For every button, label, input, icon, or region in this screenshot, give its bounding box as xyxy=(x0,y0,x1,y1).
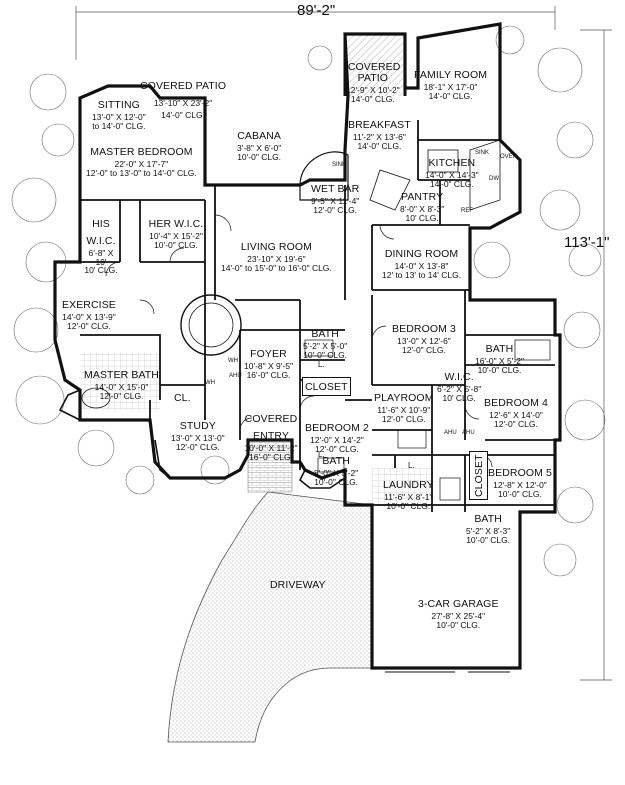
lav-label-1: L. xyxy=(318,360,325,369)
ref-label: REF xyxy=(461,208,473,214)
garage-doors xyxy=(385,667,510,673)
kitchen-fixtures xyxy=(369,139,501,211)
lav-label-2: L. xyxy=(318,450,325,459)
room-playroom: PLAYROOM 11'-6" X 10'-9" 12'-0" CLG. xyxy=(374,392,434,424)
room-her-wic: HER W.I.C. 10'-4" X 15'-2" 10'-0" CLG. xyxy=(148,218,204,250)
room-bath-b3: BATH 16'-0" X 5'-2" 10'-0" CLG. xyxy=(475,343,524,375)
room-living-room: LIVING ROOM 23'-10" X 19'-6" 14'-0" to 1… xyxy=(221,241,332,273)
room-master-bath: MASTER BATH 14'-0" X 15'-0" 12'-0" CLG. xyxy=(84,369,159,401)
room-driveway: DRIVEWAY xyxy=(270,579,326,591)
bar-sink-label: SINK xyxy=(332,162,347,168)
room-bedroom-3: BEDROOM 3 13'-0" X 12'-6" 12'-0" CLG. xyxy=(392,323,456,355)
landscaping xyxy=(11,25,606,577)
master-bath-tile xyxy=(80,352,160,410)
wh-label-1: WH xyxy=(228,358,238,364)
lav-label-3: L. xyxy=(408,461,415,470)
room-covered-entry: COVERED ENTRY 10'-0" X 11'-2" 16'-0" CLG… xyxy=(244,413,298,462)
room-master-bedroom: MASTER BEDROOM 22'-0" X 17'-7" 12'-0" to… xyxy=(86,146,197,178)
dw-label: DW xyxy=(489,176,499,182)
room-sitting: SITTING 13'-0" X 12'-0" to 14'-0" CLG. xyxy=(92,99,146,131)
overall-width-label: 89'-2" xyxy=(297,2,336,19)
room-dining-room: DINING ROOM 14'-0" X 13'-8" 12' to 13' t… xyxy=(382,248,462,280)
room-wet-bar: WET BAR 9'-5" X 11'-4" 12'-0" CLG. xyxy=(311,183,360,215)
room-pantry: PANTRY 8'-0" X 8'-3" 10' CLG. xyxy=(400,191,445,223)
room-wic-b4: W.I.C. 6'-2" X 5'-8" 10' CLG. xyxy=(437,371,482,403)
room-bath-top: BATH 5'-2" X 5'-0" 10'-0" CLG. xyxy=(303,328,348,360)
room-covered-patio-left: COVERED PATIO 13'-10" X 23'-2" 14'-0" CL… xyxy=(140,80,227,120)
room-covered-patio-right: COVERED PATIO 12'-9" X 10'-2" 14'-0" CLG… xyxy=(346,61,401,104)
room-kitchen: KITCHEN 14'-0" X 14'-3" 14'-0" CLG. xyxy=(425,157,479,189)
room-foyer: FOYER 10'-8" X 9'-5" 16'-0" CLG. xyxy=(244,348,293,380)
room-his-wic: HIS W.I.C. 6'-8" X 10' 10' CLG. xyxy=(84,218,118,276)
room-closet-mid: CLOSET xyxy=(302,377,351,396)
room-bedroom-5: BEDROOM 5 12'-8" X 12'-0" 10'-0" CLG. xyxy=(488,467,552,499)
entry-walkway xyxy=(247,439,293,493)
laundry-tile xyxy=(372,468,432,508)
width-dimension-line xyxy=(75,6,556,60)
overall-depth-label: 113'-1" xyxy=(564,234,610,251)
oven-label: OVEN xyxy=(500,154,518,160)
ahu-label-3: AHU xyxy=(462,430,475,436)
bath-fixtures xyxy=(304,339,551,501)
depth-dimension-line xyxy=(580,29,612,681)
room-family-room: FAMILY ROOM 18'-1" X 17'-0" 14'-0" CLG. xyxy=(414,69,488,101)
room-closet-b5: CLOSET xyxy=(469,451,488,500)
sink-label: SINK xyxy=(475,150,490,156)
ahu-label-1: AHU xyxy=(229,373,242,379)
room-cabana: CABANA 3'-8" X 6'-0" 10'-0" CLG. xyxy=(237,130,282,162)
room-exercise: EXERCISE 14'-0" X 13'-9" 12'-0" CLG. xyxy=(62,299,116,331)
room-bedroom-4: BEDROOM 4 12'-6" X 14'-0" 12'-0" CLG. xyxy=(484,397,548,429)
ahu-label-2: AHU xyxy=(444,430,457,436)
room-bath-b2: BATH 8'-0" X 5'-2" 10'-0" CLG. xyxy=(314,455,359,487)
room-bedroom-2: BEDROOM 2 12'-0" X 14'-2" 12'-0" CLG. xyxy=(305,422,369,454)
patio-hatch xyxy=(345,34,403,96)
room-breakfast: BREAKFAST 11'-2" X 13'-6" 14'-0" CLG. xyxy=(348,119,411,151)
room-bath-b5: BATH 5'-2" X 8'-3" 10'-0" CLG. xyxy=(466,513,511,545)
bay-windows xyxy=(58,389,346,489)
room-garage: 3-CAR GARAGE 27'-8" X 25'-4" 10'-0" CLG. xyxy=(418,598,499,630)
wh-label-2: WH xyxy=(205,380,215,386)
room-laundry: LAUNDRY 11'-6" X 8'-1" 10'-0" CLG. xyxy=(383,479,434,511)
driveway-paving xyxy=(167,491,373,743)
wet-bar-curve xyxy=(299,151,349,201)
room-study: STUDY 13'-0" X 13'-0" 12'-0" CLG. xyxy=(171,420,225,452)
rotunda xyxy=(180,294,242,356)
room-cl-study: CL. xyxy=(174,392,191,404)
master-tub xyxy=(81,387,111,409)
